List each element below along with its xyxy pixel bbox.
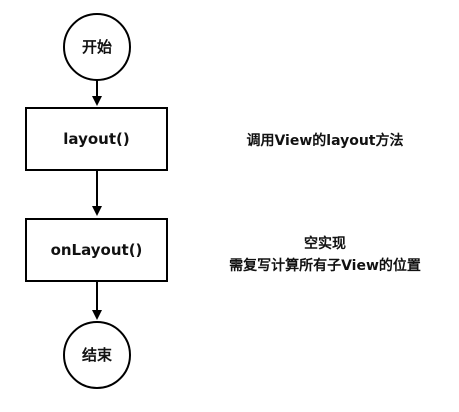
onlayout-step-node: onLayout() (25, 218, 168, 282)
end-circle (63, 321, 131, 389)
layout-step-note: 调用View的layout方法 (246, 132, 403, 149)
layout-step-label: layout() (63, 130, 129, 148)
layout-step-box (25, 107, 168, 171)
onlayout-step-note-line2: 需复写计算所有子View的位置 (229, 257, 421, 274)
start-label: 开始 (82, 38, 112, 56)
start-node: 开始 (63, 13, 131, 81)
layout-step-node: layout() (25, 107, 168, 171)
end-label: 结束 (82, 346, 113, 364)
onlayout-step-label: onLayout() (51, 241, 143, 259)
end-node: 结束 (63, 321, 131, 389)
onlayout-step-note-line1: 空实现 (304, 235, 346, 252)
